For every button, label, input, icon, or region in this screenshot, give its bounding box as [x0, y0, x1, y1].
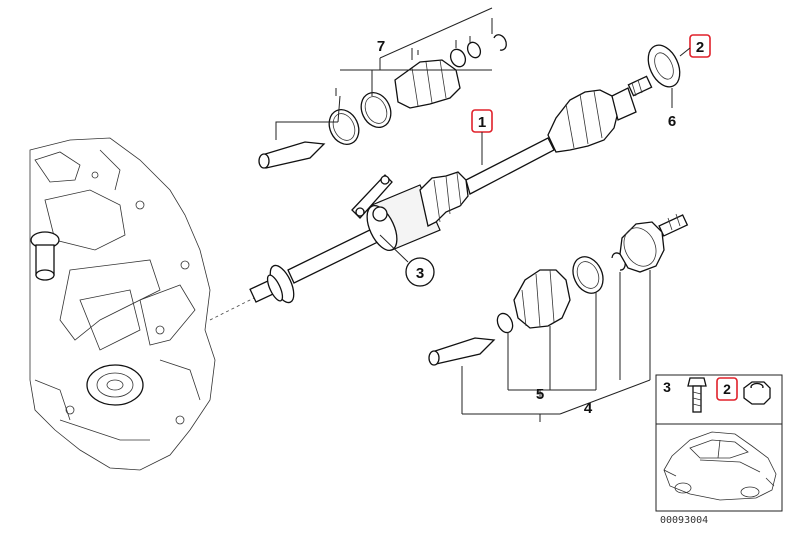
inset-label-nut[interactable]: 2: [716, 377, 738, 401]
washer-part-6[interactable]: [642, 40, 686, 108]
repair-kit-top[interactable]: [258, 7, 507, 169]
svg-text:2: 2: [723, 381, 731, 397]
label-part-7: 7: [377, 38, 385, 55]
car-silhouette-icon: [663, 431, 777, 501]
label-part-5: 5: [536, 386, 544, 403]
callout-part-3[interactable]: 3: [379, 234, 435, 287]
label-part-2-top[interactable]: 2: [679, 34, 711, 58]
inset-panel: 3 2: [655, 374, 783, 512]
svg-text:2: 2: [696, 39, 704, 56]
label-part-6: 6: [668, 113, 676, 130]
label-part-1[interactable]: 1: [471, 109, 493, 165]
inset-label-bolt: 3: [663, 379, 671, 395]
diagram-code: 00093004: [660, 515, 708, 526]
repair-kit-lower[interactable]: [428, 213, 689, 422]
bolt-icon[interactable]: [687, 377, 707, 413]
svg-text:1: 1: [478, 114, 486, 131]
drive-shaft-assembly[interactable]: [249, 75, 653, 306]
nut-icon[interactable]: [743, 381, 771, 405]
svg-text:3: 3: [416, 265, 424, 282]
gearbox-housing: [29, 137, 259, 471]
label-part-4: 4: [584, 400, 593, 417]
